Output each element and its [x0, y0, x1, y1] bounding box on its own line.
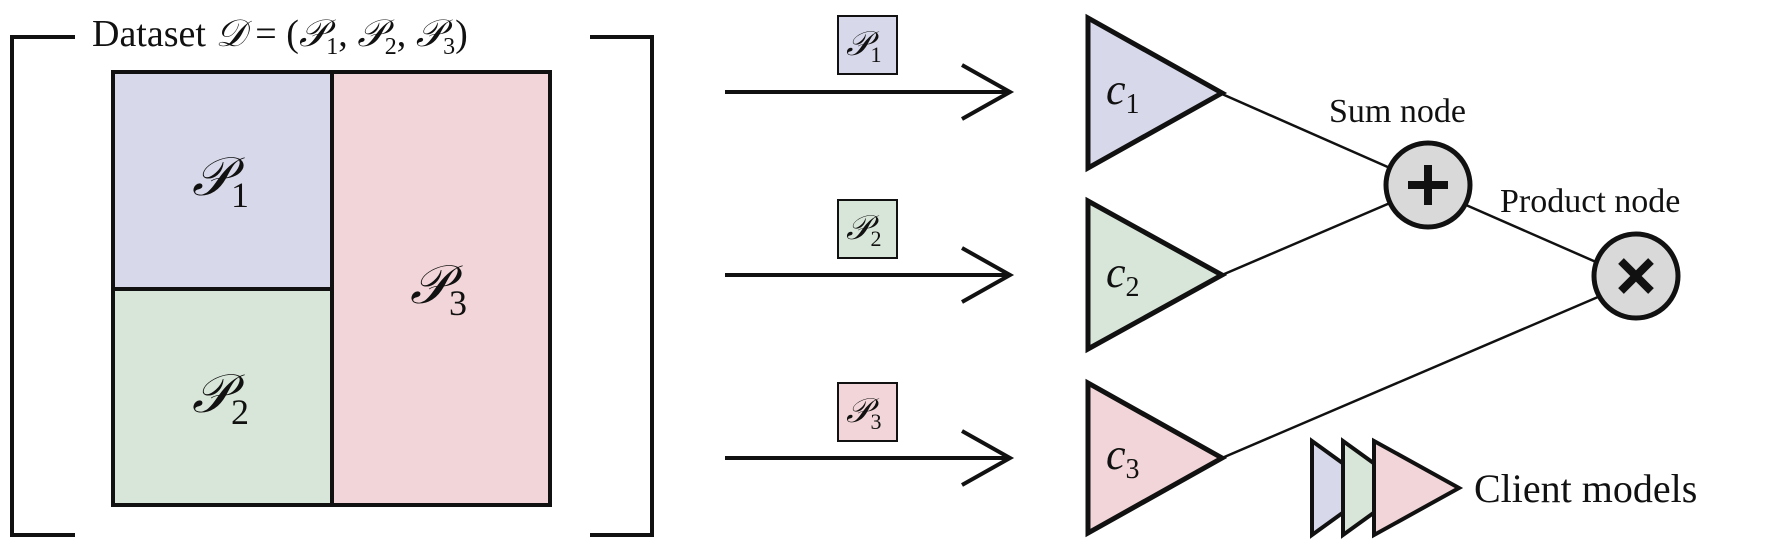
dataset-title: Dataset 𝒟 = (𝒫1, 𝒫2, 𝒫3) — [92, 11, 468, 60]
plus-icon — [1408, 165, 1448, 205]
client-c2-label: c2 — [1106, 248, 1140, 303]
client-c3-label: c3 — [1106, 430, 1140, 485]
times-icon — [1618, 258, 1654, 294]
sum-node — [1383, 140, 1473, 230]
sum-node-label: Sum node — [1329, 93, 1466, 130]
partition-p3 — [330, 70, 552, 507]
partition-p2 — [111, 287, 334, 507]
partition-p1 — [111, 70, 334, 291]
arrow-2-head — [961, 246, 1015, 304]
partition-grid — [111, 70, 552, 507]
edge-sum-product — [1465, 203, 1597, 264]
arrow-3-head — [961, 429, 1015, 487]
partition-p1-label: 𝒫1 — [192, 145, 249, 215]
arrow-1-label-box — [837, 15, 898, 75]
bracket-left — [10, 35, 75, 537]
legend-label: Client models — [1474, 466, 1697, 511]
product-node — [1591, 231, 1681, 321]
arrow-3-label-box — [837, 382, 898, 442]
client-c1-label: c1 — [1106, 65, 1140, 120]
edge-c3-product — [1221, 295, 1599, 460]
arrow-2-label-box — [837, 199, 898, 259]
legend-triangle-3 — [1372, 437, 1464, 539]
client-c2-triangle — [1085, 196, 1228, 354]
bracket-right — [590, 35, 654, 537]
product-node-label: Product node — [1500, 183, 1680, 220]
arrow-1-label: 𝒫1 — [846, 24, 882, 67]
client-c3-triangle — [1085, 378, 1228, 538]
dataset-bracket — [10, 35, 654, 537]
graph-edges — [1221, 92, 1599, 460]
arrows — [725, 63, 1015, 487]
arrow-1-head — [961, 63, 1015, 121]
client-c1-triangle — [1085, 13, 1228, 173]
legend-client-models — [1310, 437, 1464, 539]
edge-c2-sum — [1221, 201, 1391, 277]
edge-c1-sum — [1221, 92, 1391, 170]
